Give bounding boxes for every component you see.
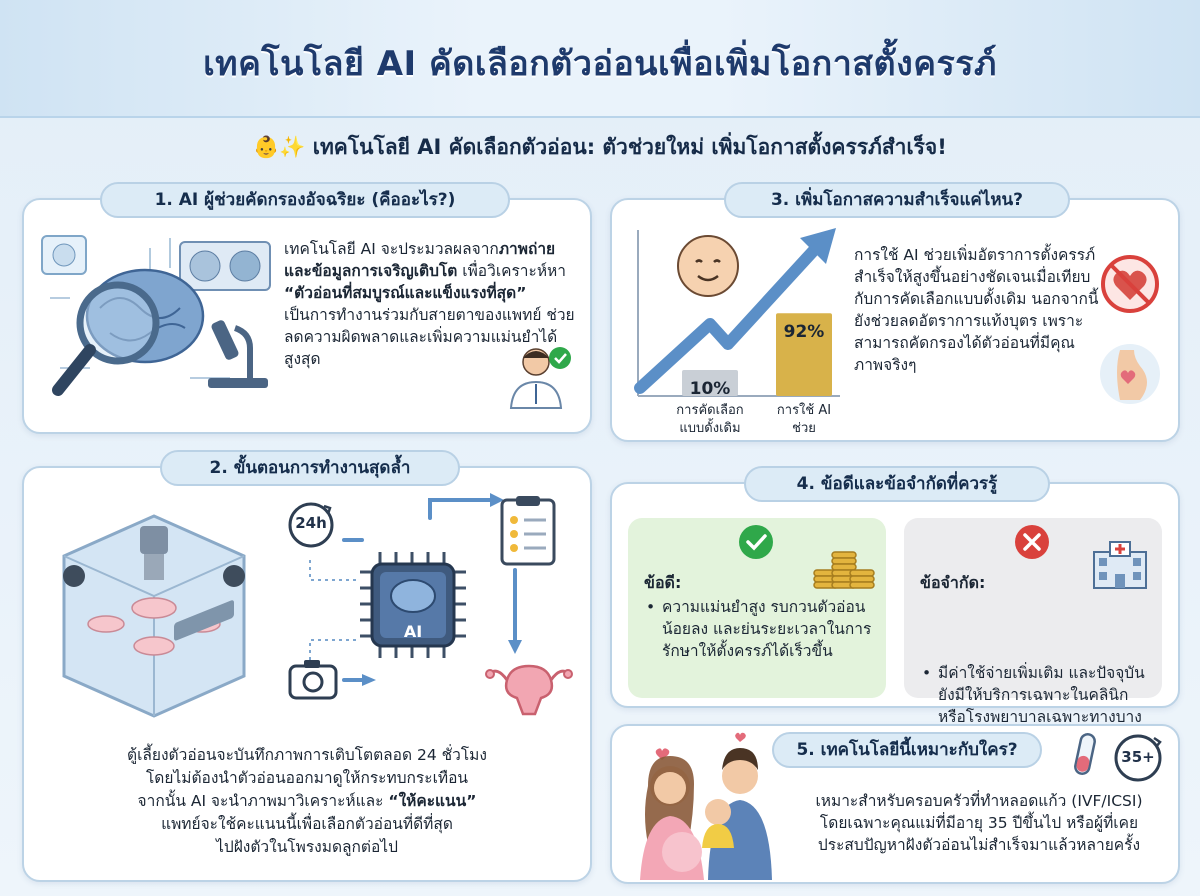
pregnant-belly-icon: [1100, 344, 1160, 404]
ai-chip-icon: [360, 552, 466, 658]
section-4-heading: 4. ข้อดีและข้อจำกัดที่ควรรู้: [744, 466, 1050, 502]
ai-brain-magnifier-illustration: [41, 235, 271, 396]
camera-icon: [63, 565, 85, 587]
section-2-body: ตู้เลี้ยงตัวอ่อนจะบันทึกภาพการเติบโตตลอด…: [127, 746, 487, 856]
ai-chip-label: AI: [403, 622, 423, 641]
bar-label-2: 92%: [784, 322, 825, 342]
camera-icon: [223, 565, 245, 587]
page-title: เทคโนโลยี AI คัดเลือกตัวอ่อนเพื่อเพิ่มโอ…: [203, 44, 997, 84]
header-banner: [0, 0, 1200, 118]
baby-face-icon: [677, 235, 739, 297]
section-1-body: เทคโนโลยี AI จะประมวลผลจากภาพถ่ายและข้อม…: [284, 240, 575, 368]
bar-1: [682, 370, 738, 396]
page-subtitle: 👶✨ เทคโนโลยี AI คัดเลือกตัวอ่อน: ตัวช่วย…: [0, 131, 1200, 164]
section-5-heading: 5. เทคโนโลยีนี้เหมาะกับใคร?: [772, 732, 1042, 768]
age-badge-icon: [1114, 734, 1162, 782]
doctor-icon: [509, 347, 571, 409]
brain-icon: [85, 268, 205, 364]
category-label-2: ช่วย: [792, 421, 816, 436]
test-tube-icon: [1074, 733, 1096, 775]
section-3-body: การใช้ AI ช่วยเพิ่มอัตราการตั้งครรภ์สำเร…: [854, 246, 1099, 374]
cons-title: ข้อจำกัด:: [920, 573, 986, 592]
category-label-1: แบบดั้งเดิม: [679, 418, 740, 436]
cross-icon: [1015, 525, 1049, 559]
no-miscarriage-icon: [1101, 255, 1159, 313]
success-rate-chart: 10% การคัดเลือกแบบดั้งเดิม 92% การใช้ AI ช่ว…: [634, 228, 840, 436]
trend-arrow: [634, 242, 822, 394]
bar-2: [776, 313, 832, 396]
age-badge-label: 35+: [1121, 748, 1155, 766]
cons-text: มีค่าใช้จ่ายเพิ่มเติม และปัจจุบันยังมีให…: [922, 662, 1154, 750]
magnifier-icon: [76, 281, 160, 365]
clock-24h-icon: [288, 502, 334, 548]
check-icon: [739, 525, 773, 559]
coins-icon: [813, 551, 875, 589]
category-label-2: การใช้ AI: [777, 402, 831, 418]
pros-title: ข้อดี:: [644, 573, 682, 592]
uterus-icon: [485, 664, 573, 716]
bar-label-1: 10%: [690, 379, 731, 399]
baby-face-features: [695, 259, 721, 282]
category-label-1: การคัดเลือก: [676, 402, 743, 418]
trend-arrow-head: [800, 228, 836, 264]
pros-text: ความแม่นยำสูง รบกวนตัวอ่อนน้อยลง และย่นร…: [646, 596, 878, 662]
clock-label: 24h: [295, 514, 327, 532]
section-2-heading: 2. ขั้นตอนการทำงานสุดล้ำ: [160, 450, 460, 486]
camera-icon: [288, 660, 338, 700]
baby-sparkle-icon: 👶✨: [253, 135, 306, 159]
section-1-heading: 1. AI ผู้ช่วยคัดกรองอัจฉริยะ (คืออะไร?): [100, 182, 510, 218]
embryo-incubator-illustration: [62, 514, 246, 718]
workflow-arrows: [309, 493, 522, 686]
microscope-icon: [208, 320, 268, 388]
family-illustration: [640, 732, 772, 880]
embryo-score-report-icon: [500, 496, 556, 566]
section-3-heading: 3. เพิ่มโอกาสความสำเร็จแค่ไหน?: [724, 182, 1070, 218]
hospital-icon: [1093, 541, 1147, 589]
section-5-body: เหมาะสำหรับครอบครัวที่ทำหลอดแก้ว (IVF/IC…: [815, 792, 1143, 854]
subtitle-text: เทคโนโลยี AI คัดเลือกตัวอ่อน: ตัวช่วยใหม…: [312, 135, 947, 159]
